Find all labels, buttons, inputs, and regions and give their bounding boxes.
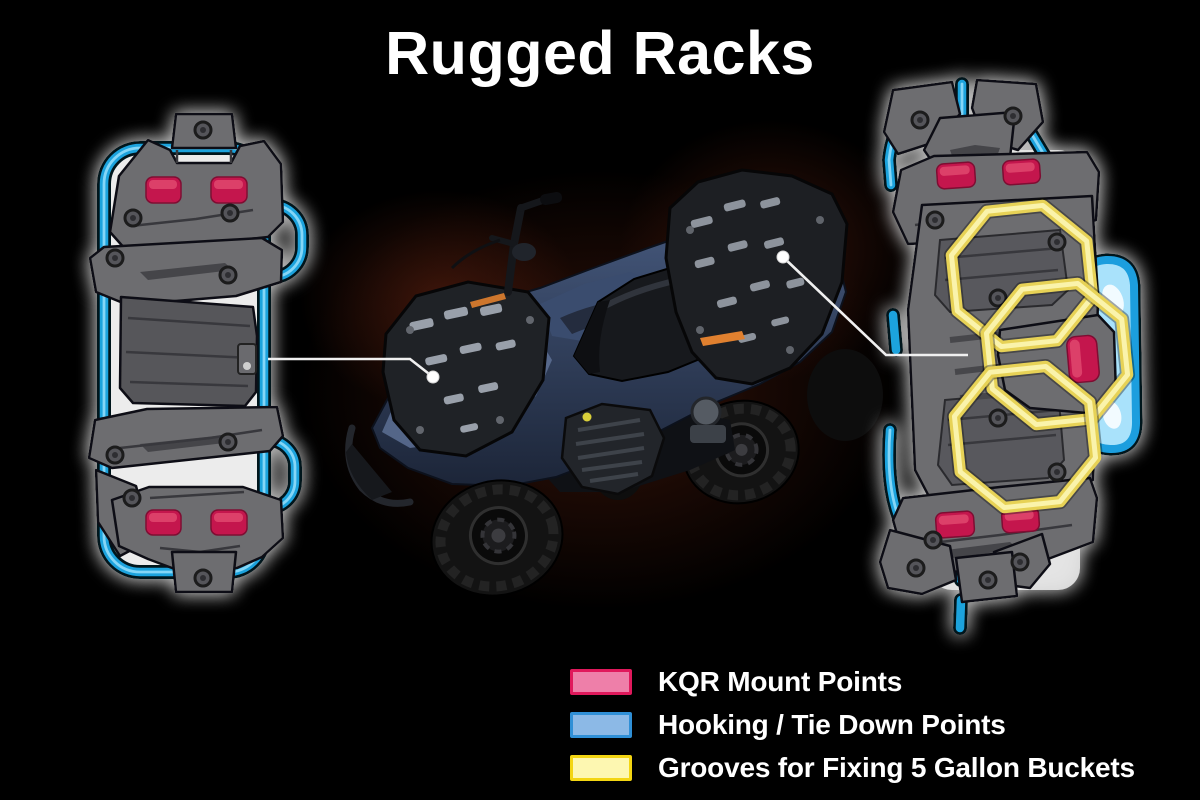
front-rack-illustration	[87, 112, 309, 594]
front-rack-plates	[87, 112, 285, 594]
legend-label-hooking: Hooking / Tie Down Points	[658, 708, 1006, 740]
footboard	[560, 402, 666, 496]
callout-front-rack	[268, 357, 440, 384]
handlebars	[450, 191, 563, 296]
hooking-swatch	[570, 711, 632, 738]
kqr-mount-pads-front	[145, 176, 248, 536]
grooves-swatch	[570, 754, 632, 781]
legend-label-grooves: Grooves for Fixing 5 Gallon Buckets	[658, 751, 1135, 783]
legend: KQR Mount Points Hooking / Tie Down Poin…	[570, 666, 1135, 798]
right-rear-wheel	[807, 349, 883, 441]
page-title: Rugged Racks	[385, 19, 815, 87]
front-left-wheel	[430, 479, 564, 597]
bucket-groove-rings	[943, 197, 1136, 516]
engine-details	[345, 293, 745, 507]
legend-row-hooking: Hooking / Tie Down Points	[570, 709, 1135, 740]
rear-rack-illustration	[878, 77, 1143, 635]
front-rack-screws	[105, 120, 240, 588]
atv-front-rack	[381, 280, 551, 458]
callout-dot	[776, 250, 790, 264]
legend-row-grooves: Grooves for Fixing 5 Gallon Buckets	[570, 752, 1135, 783]
legend-label-kqr: KQR Mount Points	[658, 665, 903, 697]
atv-illustration	[345, 168, 883, 597]
kqr-swatch	[570, 668, 632, 695]
callout-rear-rack	[776, 250, 968, 357]
legend-row-kqr: KQR Mount Points	[570, 666, 1135, 697]
callout-dot	[426, 370, 440, 384]
